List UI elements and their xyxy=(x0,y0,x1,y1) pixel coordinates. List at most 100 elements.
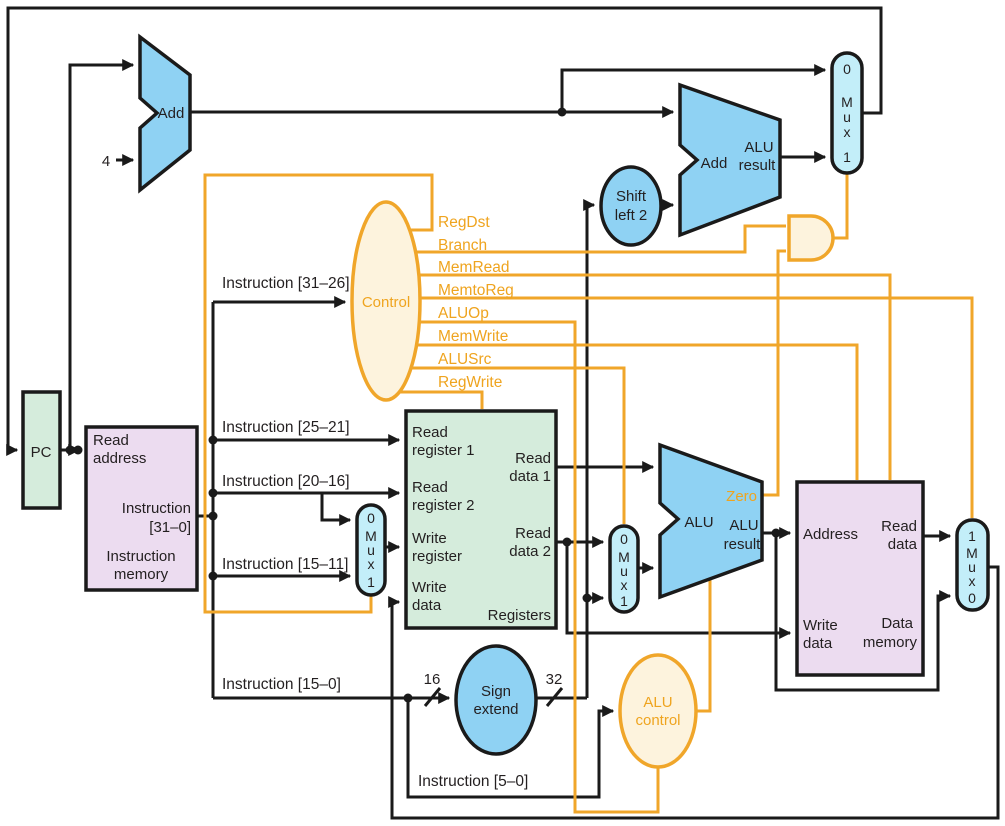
junction-dots xyxy=(65,107,781,703)
alu-result-1: ALU xyxy=(729,517,758,534)
reg-read-data-2a: Read xyxy=(515,525,551,542)
alu-result-2: result xyxy=(724,536,762,553)
svg-text:M: M xyxy=(365,528,377,544)
control-label: Control xyxy=(362,294,410,311)
data-memory-block xyxy=(795,480,925,677)
alu-label: ALU xyxy=(684,514,713,531)
dmem-write-data-a: Write xyxy=(803,617,838,634)
bus-slash-32 xyxy=(545,687,564,707)
signal-regdst: RegDst xyxy=(438,214,490,231)
signal-branch: Branch xyxy=(438,237,487,254)
imem-instruction-1: Instruction xyxy=(122,500,191,517)
wire-zero xyxy=(762,249,786,497)
signal-alusrc: ALUSrc xyxy=(438,351,492,368)
svg-text:x: x xyxy=(969,573,976,589)
reg-write-register-b: register xyxy=(412,548,462,565)
bus-instr-15-11: Instruction [15–11] xyxy=(222,556,348,573)
wire-writeback xyxy=(388,565,1000,820)
signal-memwrite: MemWrite xyxy=(438,328,508,345)
bus-instr-20-16: Instruction [20–16] xyxy=(222,473,350,490)
bus-width-32: 32 xyxy=(546,671,563,688)
mux-alusrc xyxy=(608,524,640,614)
imem-read-address-2: address xyxy=(93,450,146,467)
mux-memtoreg xyxy=(955,518,990,612)
sign-extend-label-1: Sign xyxy=(481,683,511,700)
wire-pc4-to-mux0 xyxy=(560,64,827,112)
reg-read-register-2a: Read xyxy=(412,479,448,496)
signal-memtoreg: MemtoReg xyxy=(438,282,514,299)
bus-instr-25-21: Instruction [25–21] xyxy=(222,419,350,436)
wire-instr-5-0 xyxy=(406,698,615,799)
reg-write-data-a: Write xyxy=(412,579,447,596)
reg-read-data-1b: data 1 xyxy=(509,468,551,485)
wire-alusrc xyxy=(411,366,626,524)
branch-adder-result-1: ALU xyxy=(744,139,773,156)
imem-instruction-2: [31–0] xyxy=(149,519,191,536)
bus-width-16: 16 xyxy=(424,671,441,688)
const4-label: 4 xyxy=(102,153,110,170)
wire-instr-20-16-to-mux xyxy=(320,493,352,526)
mux-regdst-labels: 0 M u x 1 xyxy=(365,510,377,590)
registers-block xyxy=(404,409,558,630)
svg-text:M: M xyxy=(966,545,978,561)
wire-regwrite xyxy=(399,390,484,409)
dmem-read-data-a: Read xyxy=(881,518,917,535)
svg-text:u: u xyxy=(367,542,375,558)
shift-left-2-label-2: left 2 xyxy=(615,207,648,224)
pc-register xyxy=(21,390,62,510)
alu-zero-label: Zero xyxy=(726,488,757,505)
bus-instr-15-0: Instruction [15–0] xyxy=(222,676,341,693)
imem-name-1: Instruction xyxy=(106,548,175,565)
mux-alusrc-labels: 0 M u x 1 xyxy=(618,531,630,609)
mux-pcsrc xyxy=(830,51,864,175)
signal-aluop: ALUOp xyxy=(438,305,489,322)
svg-text:1: 1 xyxy=(843,149,851,165)
branch-and-gate xyxy=(787,214,835,262)
wire-pc-to-adder xyxy=(68,59,135,450)
reg-read-register-2b: register 2 xyxy=(412,497,475,514)
svg-text:0: 0 xyxy=(843,61,851,77)
wire-read-data-2-to-dmem xyxy=(565,542,792,639)
pc-adder-label: Add xyxy=(158,105,185,122)
branch-adder-shape xyxy=(678,82,782,238)
sign-extend-oval xyxy=(454,644,538,756)
reg-write-register-a: Write xyxy=(412,530,447,547)
wire-branch xyxy=(415,224,786,254)
branch-adder-label: Add xyxy=(701,155,728,172)
mux-pcsrc-labels: 0 M u x 1 xyxy=(841,61,853,165)
wire-memwrite xyxy=(416,343,859,480)
imem-name-2: memory xyxy=(114,566,169,583)
svg-text:u: u xyxy=(968,559,976,575)
wire-memtoreg xyxy=(420,296,974,518)
svg-text:u: u xyxy=(620,563,628,579)
reg-write-data-b: data xyxy=(412,597,442,614)
reg-read-data-2b: data 2 xyxy=(509,543,551,560)
shift-left-2-label-1: Shift xyxy=(616,188,647,205)
branch-adder-result-2: result xyxy=(739,157,777,174)
svg-text:1: 1 xyxy=(620,593,628,609)
svg-text:x: x xyxy=(621,577,628,593)
wire-regdst xyxy=(203,173,434,614)
reg-read-data-1a: Read xyxy=(515,450,551,467)
pc-label: PC xyxy=(31,444,52,461)
svg-text:M: M xyxy=(618,549,630,565)
signal-regwrite: RegWrite xyxy=(438,374,502,391)
bus-instr-31-26: Instruction [31–26] xyxy=(222,275,350,292)
reg-read-register-1b: register 1 xyxy=(412,442,475,459)
bus-instr-5-0: Instruction [5–0] xyxy=(418,773,528,790)
mux-memtoreg-labels: 1 M u x 0 xyxy=(966,528,978,606)
wire-pcsrc xyxy=(833,172,849,240)
alu-control-label-1: ALU xyxy=(643,694,672,711)
wire-alu-result-bypass xyxy=(774,533,952,692)
dmem-name-1: Data xyxy=(881,615,913,632)
wire-aluop xyxy=(419,320,660,814)
dmem-read-data-b: data xyxy=(888,536,918,553)
alu-shape xyxy=(658,442,764,600)
wire-pc-feedback xyxy=(6,6,883,456)
svg-text:1: 1 xyxy=(367,574,375,590)
svg-text:0: 0 xyxy=(367,510,375,526)
sign-extend-label-2: extend xyxy=(473,701,518,718)
signal-memread: MemRead xyxy=(438,259,510,276)
